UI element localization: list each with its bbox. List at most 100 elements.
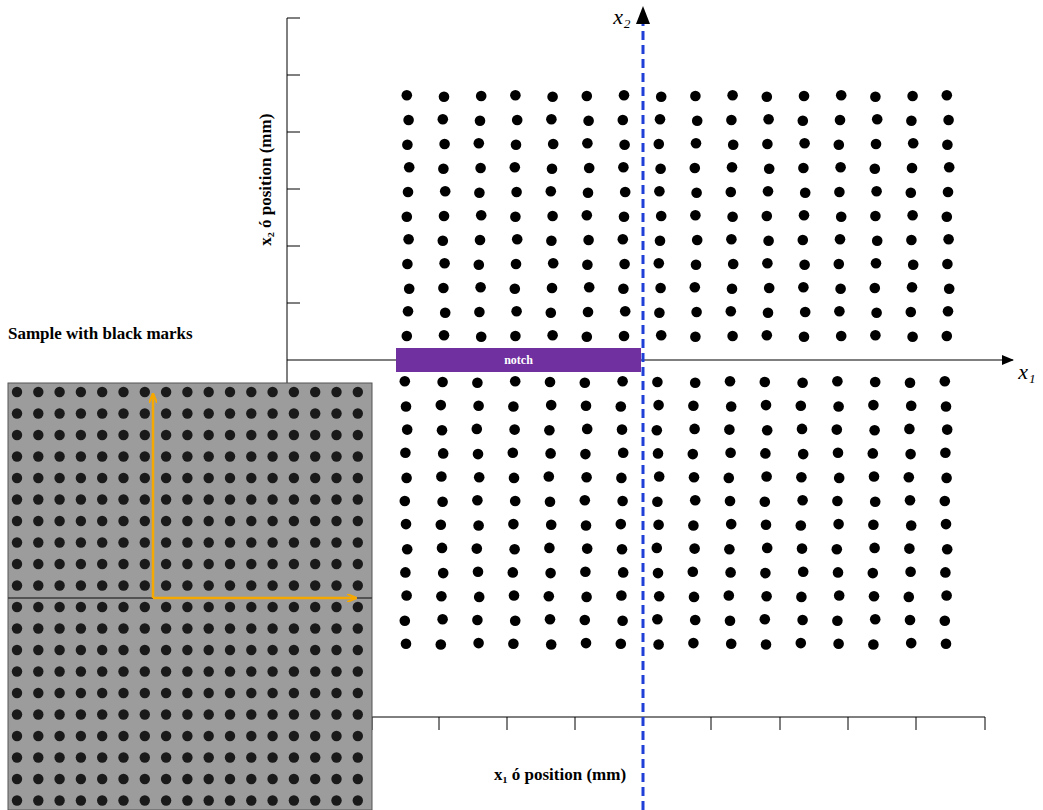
marker-dot <box>799 138 810 149</box>
marker-dot <box>400 615 411 626</box>
marker-dot <box>617 376 628 387</box>
marker-dot <box>12 774 22 784</box>
marker-dot <box>33 688 43 698</box>
marker-dot <box>473 449 484 460</box>
axis-title: x₂ ó position (mm) <box>256 114 276 246</box>
marker-dot <box>545 448 556 459</box>
marker-dot <box>546 307 557 318</box>
marker-dot <box>310 645 320 655</box>
sample-photo <box>8 383 372 810</box>
marker-dot <box>510 211 521 222</box>
marker-dot <box>54 602 64 612</box>
marker-dot <box>510 376 521 387</box>
marker-dot <box>182 645 192 655</box>
marker-dot <box>656 91 667 102</box>
marker-dot <box>548 139 559 150</box>
marker-dot <box>246 709 256 719</box>
marker-dot <box>289 731 299 741</box>
marker-dot <box>267 451 277 461</box>
marker-dot <box>545 496 556 507</box>
marker-dot <box>545 614 556 625</box>
marker-dot <box>440 307 451 318</box>
marker-dot <box>545 568 556 579</box>
marker-dot <box>870 330 881 341</box>
marker-dot <box>310 516 320 526</box>
marker-dot <box>871 139 882 150</box>
marker-dot <box>473 566 484 577</box>
marker-dot <box>692 235 703 246</box>
marker-dot <box>832 424 843 435</box>
marker-dot <box>581 638 592 649</box>
marker-dot <box>97 473 107 483</box>
marker-dot <box>118 451 128 461</box>
marker-dot <box>760 496 771 507</box>
marker-dot <box>246 795 256 805</box>
marker-dot <box>618 447 629 458</box>
marker-dot <box>12 666 22 676</box>
marker-dot <box>476 331 487 342</box>
marker-dot <box>118 752 128 762</box>
marker-dot <box>580 495 591 506</box>
marker-dot <box>688 638 699 649</box>
marker-dot <box>690 282 701 293</box>
marker-dot <box>140 602 150 612</box>
marker-dot <box>140 537 150 547</box>
marker-dot <box>289 645 299 655</box>
marker-dot <box>688 566 699 577</box>
marker-dot <box>726 115 737 126</box>
marker-dot <box>760 568 771 579</box>
marker-dot <box>204 623 214 633</box>
marker-dot <box>225 731 235 741</box>
marker-dot <box>54 731 64 741</box>
marker-dot <box>267 645 277 655</box>
marker-dot <box>310 795 320 805</box>
marker-dot <box>438 114 449 125</box>
marker-dot <box>331 559 341 569</box>
marker-dot <box>353 580 363 590</box>
marker-dot <box>76 430 86 440</box>
marker-dot <box>618 162 629 173</box>
marker-dot <box>54 688 64 698</box>
marker-dot <box>690 495 701 506</box>
marker-dot <box>581 401 592 412</box>
marker-dot <box>438 568 449 579</box>
marker-dot <box>182 688 192 698</box>
marker-dot <box>474 307 485 318</box>
marker-dot <box>246 688 256 698</box>
marker-dot <box>618 115 629 126</box>
marker-dot <box>353 516 363 526</box>
marker-dot <box>97 516 107 526</box>
marker-dot <box>331 752 341 762</box>
marker-dot <box>797 377 808 388</box>
marker-dot <box>438 163 449 174</box>
marker-dot <box>54 537 64 547</box>
marker-dot <box>161 709 171 719</box>
marker-dot <box>97 494 107 504</box>
marker-dot <box>33 623 43 633</box>
marker-dot <box>118 516 128 526</box>
marker-dot <box>204 795 214 805</box>
marker-dot <box>404 283 415 294</box>
marker-dot <box>724 590 735 601</box>
marker-dot <box>582 543 593 554</box>
marker-dot <box>688 520 699 531</box>
marker-dot <box>140 731 150 741</box>
marker-dot <box>904 592 915 603</box>
marker-dot <box>764 283 775 294</box>
marker-dot <box>204 666 214 676</box>
marker-dot <box>76 666 86 676</box>
marker-dot <box>655 235 666 246</box>
marker-dot <box>473 520 484 531</box>
marker-dot <box>546 235 557 246</box>
marker-dot <box>140 623 150 633</box>
marker-dot <box>439 91 450 102</box>
marker-dot <box>690 163 701 174</box>
marker-dot <box>544 425 555 436</box>
marker-dot <box>941 590 952 601</box>
marker-dot <box>54 580 64 590</box>
marker-dot <box>402 90 413 101</box>
marker-dot <box>797 615 808 626</box>
marker-dot <box>353 666 363 676</box>
marker-dot <box>439 139 450 150</box>
marker-dot <box>653 400 664 411</box>
